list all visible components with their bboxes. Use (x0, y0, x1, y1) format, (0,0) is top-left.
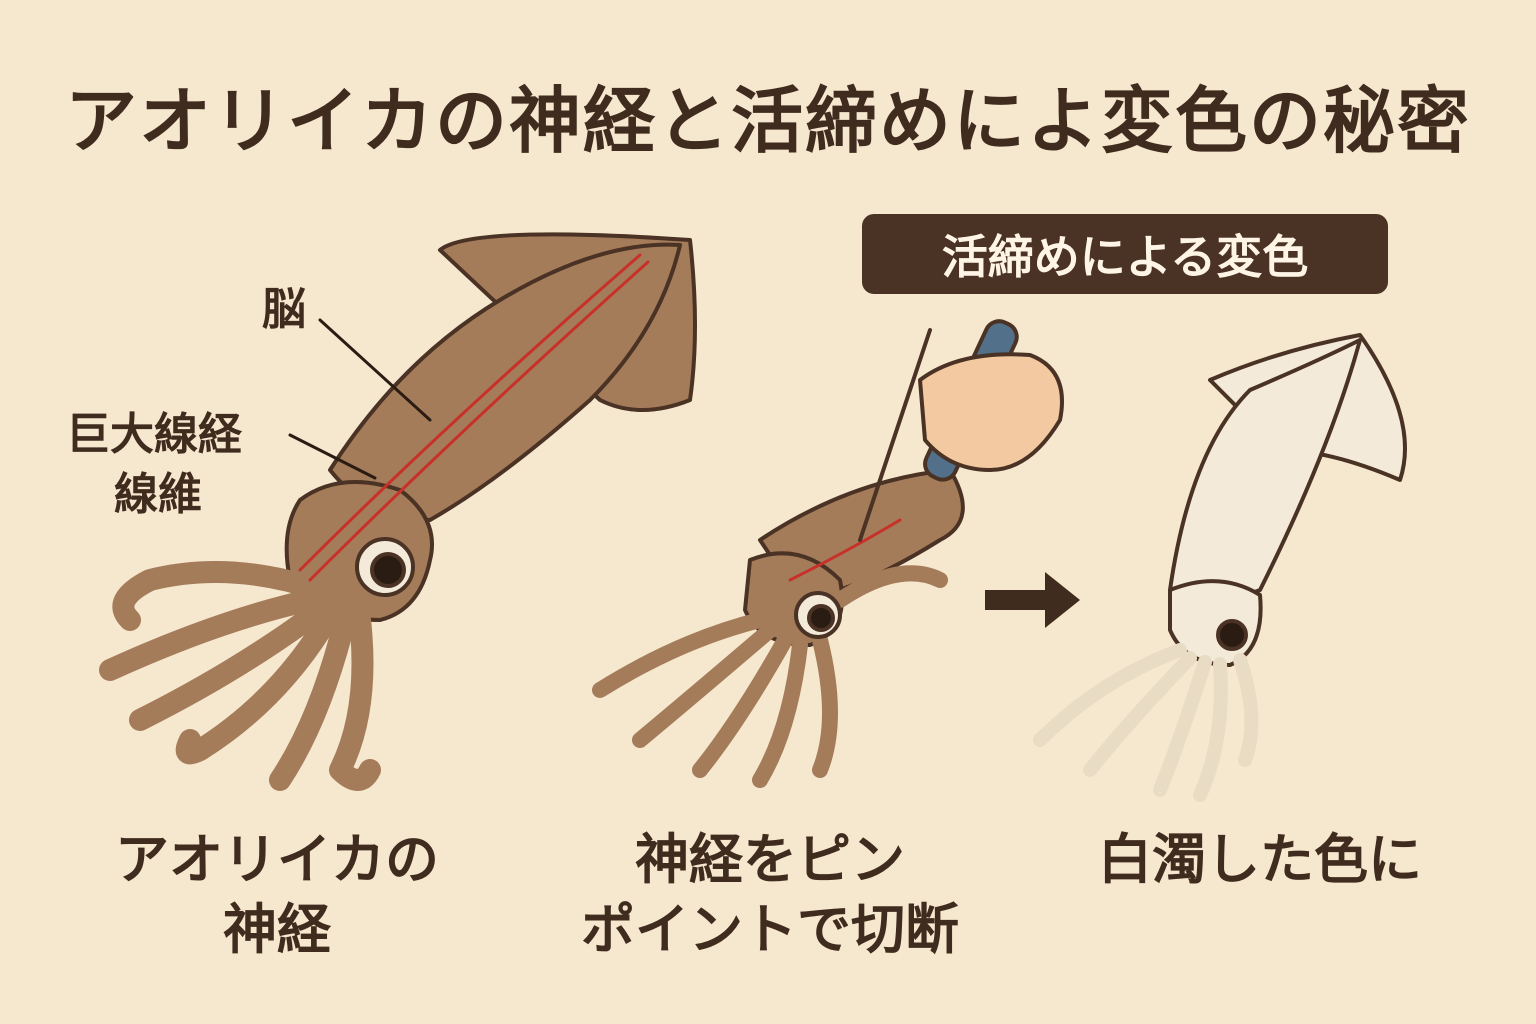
caption-middle-1: 神経をピン (635, 828, 905, 891)
caption-left-1: アオリイカの (115, 828, 439, 891)
white-squid-illustration (1033, 333, 1407, 802)
page-title: アオリイカの神経と活締めによ変色の秘密 (64, 79, 1471, 163)
banner-label: 活締めによる変色 (862, 214, 1388, 294)
caption-left-2: 神経 (223, 898, 331, 961)
label-giant-fiber-2: 線維 (114, 469, 202, 520)
label-giant-fiber-1: 巨大線経 (66, 409, 242, 460)
caption-middle-2: ポイントで切断 (581, 898, 959, 961)
label-brain: 脳 (262, 284, 306, 335)
squid-illustration (99, 232, 697, 791)
hand-with-pin (858, 319, 1064, 542)
arrow-right-icon (985, 572, 1080, 628)
cut-squid-illustration (592, 468, 965, 788)
caption-right: 白濁した色に (1098, 828, 1422, 891)
